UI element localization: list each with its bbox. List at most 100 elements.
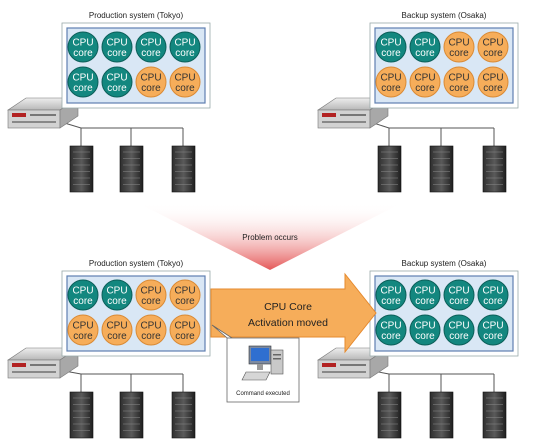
svg-text:core: core — [141, 331, 161, 342]
svg-text:core: core — [483, 48, 503, 59]
storage-rack — [482, 145, 507, 193]
svg-text:core: core — [449, 83, 469, 94]
system-title: Production system (Tokyo) — [89, 11, 184, 20]
svg-text:CPU: CPU — [174, 321, 195, 332]
storage-rack — [377, 391, 402, 439]
svg-text:CPU: CPU — [174, 73, 195, 84]
svg-text:core: core — [73, 296, 93, 307]
server-unit — [317, 347, 389, 379]
svg-text:core: core — [415, 48, 435, 59]
svg-text:core: core — [381, 83, 401, 94]
svg-text:core: core — [107, 48, 127, 59]
svg-text:core: core — [141, 48, 161, 59]
system-title: Backup system (Osaka) — [402, 11, 487, 20]
activation-moved-arrow: CPU Core Activation moved — [210, 272, 377, 354]
svg-text:core: core — [175, 48, 195, 59]
svg-text:CPU: CPU — [380, 38, 401, 49]
storage-rack — [69, 145, 94, 193]
svg-text:core: core — [175, 331, 195, 342]
svg-text:CPU: CPU — [106, 286, 127, 297]
storage-rack — [429, 145, 454, 193]
svg-text:CPU: CPU — [140, 286, 161, 297]
svg-text:CPU: CPU — [380, 321, 401, 332]
command-callout: Command executed — [211, 324, 300, 403]
svg-text:CPU: CPU — [414, 38, 435, 49]
svg-text:core: core — [175, 83, 195, 94]
svg-text:CPU: CPU — [482, 321, 503, 332]
svg-text:CPU: CPU — [414, 321, 435, 332]
storage-rack — [171, 391, 196, 439]
svg-text:core: core — [483, 331, 503, 342]
command-executed-label: Command executed — [236, 391, 290, 397]
storage-rack — [482, 391, 507, 439]
computer-icon — [241, 345, 284, 381]
svg-text:core: core — [449, 48, 469, 59]
svg-text:core: core — [381, 296, 401, 307]
svg-text:CPU: CPU — [72, 38, 93, 49]
svg-text:CPU: CPU — [482, 286, 503, 297]
arrow-line-2: Activation moved — [248, 317, 328, 329]
svg-text:CPU: CPU — [414, 286, 435, 297]
bottom-left-system: Production system (Tokyo)CPUcoreCPUcoreC… — [7, 259, 211, 439]
svg-text:CPU: CPU — [106, 321, 127, 332]
svg-text:core: core — [415, 83, 435, 94]
svg-text:CPU: CPU — [174, 38, 195, 49]
svg-text:core: core — [107, 331, 127, 342]
storage-rack — [429, 391, 454, 439]
svg-text:core: core — [449, 331, 469, 342]
svg-text:core: core — [141, 296, 161, 307]
storage-rack — [119, 145, 144, 193]
svg-text:core: core — [415, 331, 435, 342]
svg-text:CPU: CPU — [72, 286, 93, 297]
svg-text:CPU: CPU — [448, 38, 469, 49]
svg-text:core: core — [107, 296, 127, 307]
storage-rack — [171, 145, 196, 193]
svg-text:CPU: CPU — [174, 286, 195, 297]
top-left-system: Production system (Tokyo)CPUcoreCPUcoreC… — [7, 11, 211, 193]
svg-text:CPU: CPU — [482, 73, 503, 84]
svg-text:CPU: CPU — [106, 38, 127, 49]
svg-text:CPU: CPU — [380, 73, 401, 84]
svg-text:CPU: CPU — [140, 73, 161, 84]
problem-occurs-label: Problem occurs — [242, 233, 298, 242]
svg-text:core: core — [483, 296, 503, 307]
system-title: Backup system (Osaka) — [402, 259, 487, 268]
svg-text:core: core — [381, 331, 401, 342]
storage-rack — [119, 391, 144, 439]
svg-text:CPU: CPU — [106, 73, 127, 84]
svg-text:core: core — [415, 296, 435, 307]
svg-text:CPU: CPU — [72, 73, 93, 84]
svg-text:core: core — [449, 296, 469, 307]
arrow-line-1: CPU Core — [264, 301, 312, 313]
svg-text:core: core — [73, 48, 93, 59]
problem-triangle — [138, 203, 402, 270]
svg-text:CPU: CPU — [448, 73, 469, 84]
